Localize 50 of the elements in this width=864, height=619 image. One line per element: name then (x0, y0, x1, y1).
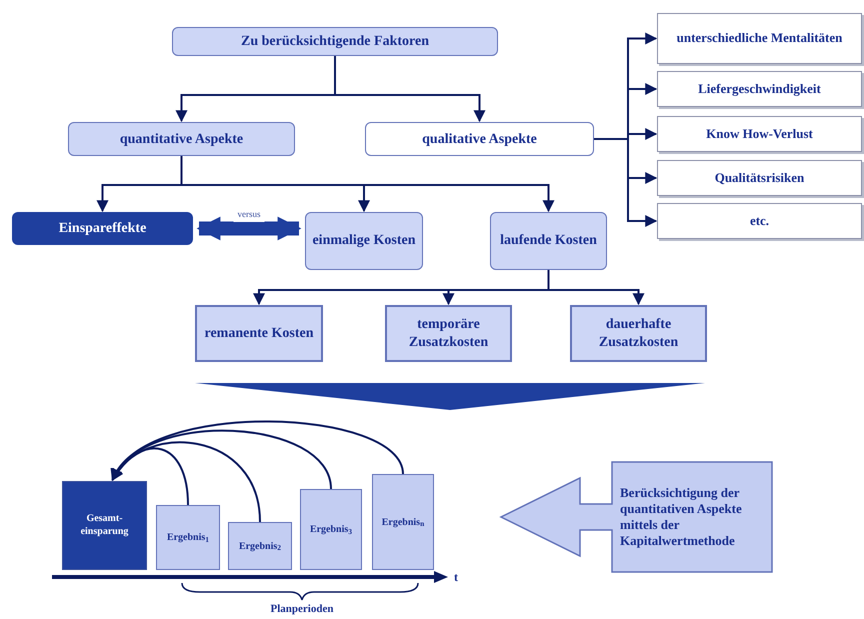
node-text: Ergebnis$_{2}$ (238, 540, 282, 554)
factor-box (657, 13, 862, 64)
arrow (180, 156, 554, 212)
process-box (68, 122, 295, 156)
factor-box (657, 203, 862, 239)
bar-block (62, 481, 147, 570)
node-text: Liefergeschwindigkeit (698, 80, 821, 98)
node-text: Qualitätsrisiken (714, 170, 804, 186)
node-text: Gesamt- einsparung (80, 513, 130, 538)
bar-block (300, 489, 362, 570)
node-text: Berücksichtigung der quantitativen Aspekte mittels der Kapitalwertmethode (620, 484, 743, 550)
node-text: remanente Kosten (204, 324, 314, 342)
factor-box (657, 71, 862, 107)
node-text: qualitative Aspekte (422, 130, 537, 148)
process-box (172, 27, 498, 56)
node-text: Zu berücksichtigende Faktoren (241, 33, 429, 51)
node-text: Einspareffekte (58, 220, 146, 238)
process-box (305, 212, 423, 270)
bar-block (156, 505, 220, 570)
node-text: temporäre Zusatzkosten (408, 316, 490, 351)
node-text: dauerhafte Zusatzkosten (598, 316, 680, 351)
process-box (12, 212, 193, 245)
factor-box (657, 116, 862, 152)
node-text: Know How-Verlust (706, 126, 813, 142)
process-box (365, 122, 594, 156)
bar-block (372, 474, 434, 570)
process-box (490, 212, 607, 270)
arrow (112, 430, 332, 490)
node-text: quantitative Aspekte (120, 130, 244, 148)
arrow (548, 270, 644, 306)
arrow (112, 447, 189, 506)
flow-chevron (195, 383, 705, 410)
node-text: Ergebnis$_{3}$ (310, 523, 352, 537)
bar-block (228, 522, 292, 570)
axis-label: t (454, 569, 458, 586)
brace-label: Planperioden (270, 602, 334, 617)
arrow (112, 441, 261, 522)
process-box (385, 305, 512, 362)
arrow (112, 420, 404, 481)
node-text: Ergebnis$_{1}$ (166, 531, 210, 545)
node-text: laufende Kosten (500, 232, 597, 250)
node-text: unterschiedliche Mentalitäten (676, 30, 842, 47)
arrow (594, 138, 658, 227)
node-text: Ergebnis$_{n}$ (382, 516, 424, 530)
double-arrow (196, 216, 302, 240)
node-text: einmalige Kosten (312, 232, 416, 250)
factor-box (657, 160, 862, 196)
process-box (195, 305, 323, 362)
process-box (570, 305, 707, 362)
node-text: etc. (750, 212, 770, 230)
